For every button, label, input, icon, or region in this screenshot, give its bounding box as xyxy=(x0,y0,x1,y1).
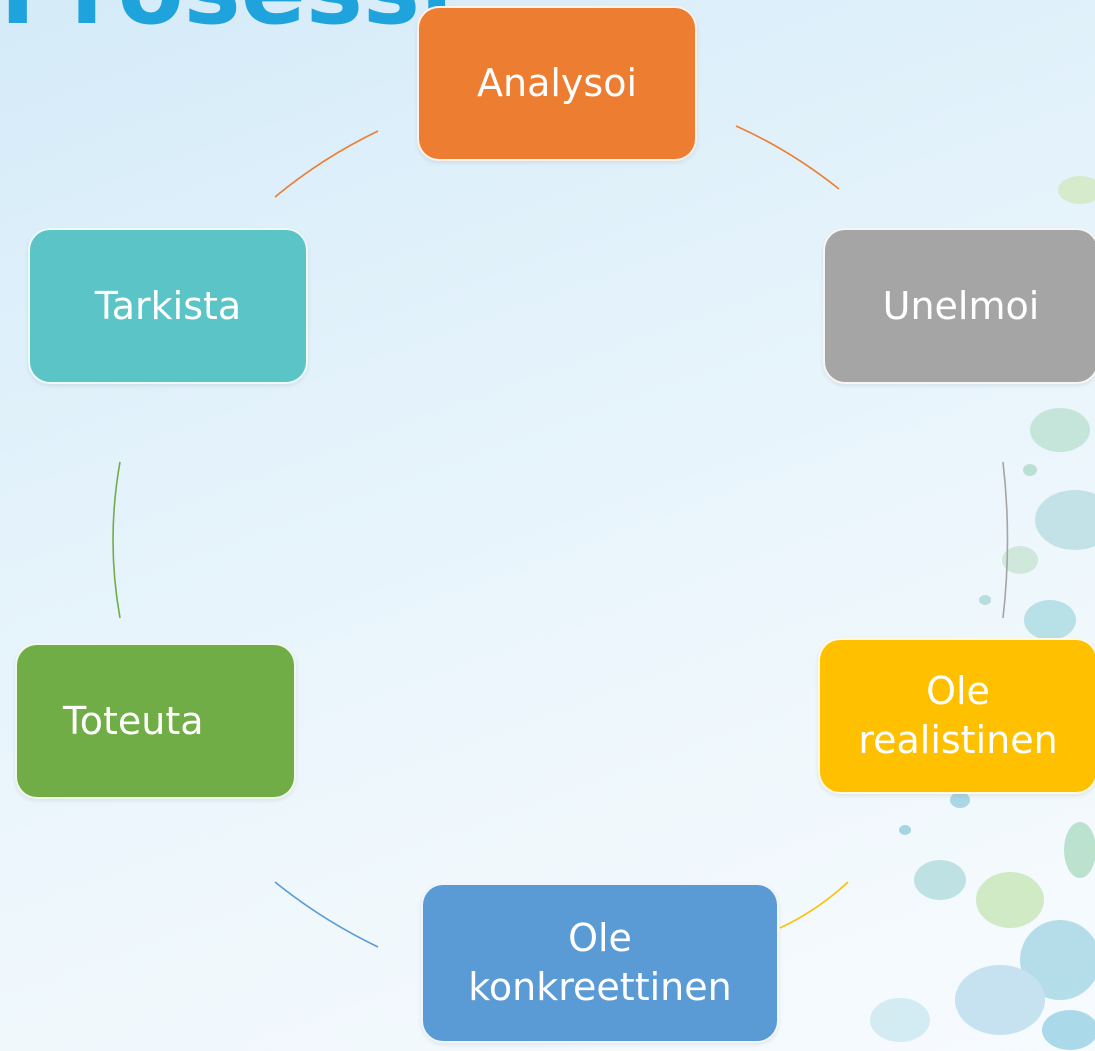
connector-analysoi-unelmoi xyxy=(735,125,840,190)
step-analysoi: Analysoi xyxy=(417,6,697,161)
step-unelmoi: Unelmoi xyxy=(823,228,1095,384)
step-label: Ole konkreettinen xyxy=(468,916,732,1009)
step-label: Analysoi xyxy=(476,61,637,106)
connector-toteuta-tarkista xyxy=(112,461,121,619)
step-label: Ole realistinen xyxy=(858,669,1058,762)
step-toteuta: Toteuta xyxy=(15,643,296,799)
slide-title: Prosessi xyxy=(0,0,453,38)
step-ole-konkreettinen: Ole konkreettinen xyxy=(421,883,779,1043)
step-ole-realistinen: Ole realistinen xyxy=(818,638,1095,794)
connector-tarkista-analysoi xyxy=(274,130,379,198)
connector-unelmoi-ole-realistinen xyxy=(1002,461,1009,619)
connector-ole-konkreettinen-toteuta xyxy=(274,881,379,948)
connector-ole-realistinen-ole-konkreettinen xyxy=(779,881,849,929)
step-label: Tarkista xyxy=(94,283,242,328)
step-tarkista: Tarkista xyxy=(28,228,308,384)
step-label: Toteuta xyxy=(63,698,204,743)
step-label: Unelmoi xyxy=(882,283,1040,328)
